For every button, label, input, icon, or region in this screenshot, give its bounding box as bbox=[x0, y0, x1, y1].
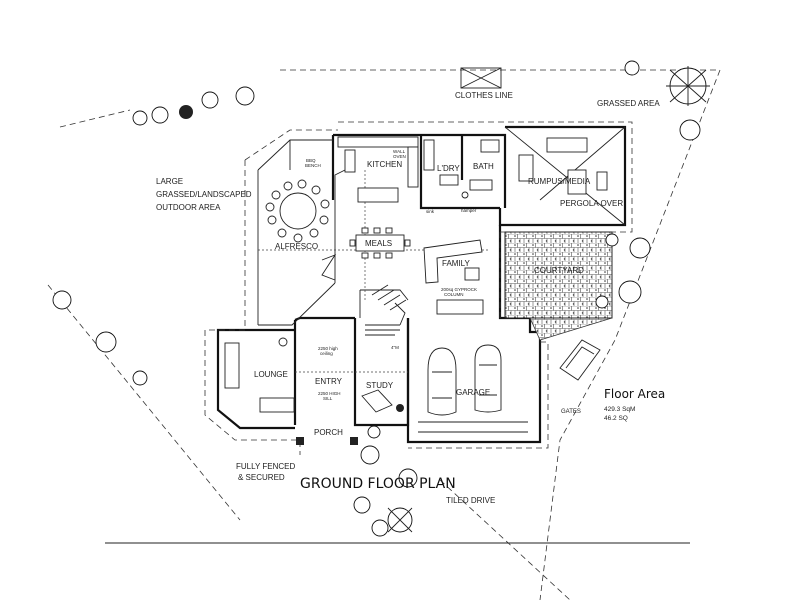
family-furniture bbox=[423, 239, 484, 315]
stairs bbox=[365, 284, 407, 336]
entry-ceiling-line1: 2250 high bbox=[318, 346, 338, 351]
boat-trailer bbox=[559, 339, 601, 381]
site-boundary bbox=[47, 69, 721, 600]
outdoor-area-line1: LARGE bbox=[156, 177, 183, 186]
entry-label: ENTRY bbox=[315, 377, 343, 386]
alfresco-label: ALFRESCO bbox=[275, 242, 318, 251]
tiled-drive-label: TILED DRIVE bbox=[446, 496, 495, 505]
bbq-note-line2: BENCH bbox=[305, 163, 321, 168]
courtyard-paving bbox=[504, 231, 613, 341]
fencing-line1: FULLY FENCED bbox=[236, 462, 295, 471]
column-note-line2: COLUMN bbox=[444, 292, 464, 297]
floor-area-sq: 46.2 SQ bbox=[604, 415, 628, 422]
porch-ceiling-line1: 2250 HIGH bbox=[318, 391, 341, 396]
landscape-shrubs bbox=[52, 60, 710, 537]
lounge-furniture bbox=[224, 337, 295, 413]
oven-note-line2: OVEN bbox=[393, 154, 406, 159]
rumpus-label: RUMPUS/MEDIA bbox=[528, 177, 591, 186]
grassed-area-label: GRASSED AREA bbox=[597, 99, 660, 108]
bath-label: BATH bbox=[473, 162, 494, 171]
pergola-label: PERGOLA OVER bbox=[560, 199, 623, 208]
gates-label: GATES bbox=[561, 409, 581, 415]
wc-note: 4"M bbox=[391, 345, 399, 350]
study-furniture bbox=[361, 389, 404, 413]
entry-ceiling-line2: ceiling bbox=[320, 351, 333, 356]
kitchen-fixtures bbox=[337, 136, 500, 203]
plan-title: GROUND FLOOR PLAN bbox=[300, 476, 456, 492]
kitchen-label: KITCHEN bbox=[367, 160, 402, 169]
porch-posts bbox=[296, 437, 358, 445]
garage-label: GARAGE bbox=[456, 388, 490, 397]
family-label: FAMILY bbox=[442, 259, 471, 268]
fencing-line2: & SECURED bbox=[238, 473, 285, 482]
outdoor-area-line2: GRASSED/LANDSCAPED bbox=[156, 190, 252, 199]
lounge-label: LOUNGE bbox=[254, 370, 288, 379]
floor-area-sqm: 429.3 SqM bbox=[604, 406, 635, 413]
clothes-line bbox=[460, 67, 502, 89]
rumpus-furniture bbox=[518, 137, 608, 195]
alfresco-table bbox=[265, 179, 337, 281]
laundry-label: L'DRY bbox=[437, 164, 460, 173]
hamper-note: hamper bbox=[461, 208, 477, 213]
bbq-note-line1: BBQ bbox=[306, 158, 316, 163]
porch-label: PORCH bbox=[314, 428, 343, 437]
study-label: STUDY bbox=[366, 381, 394, 390]
outdoor-area-line3: OUTDOOR AREA bbox=[156, 203, 221, 212]
meals-label: MEALS bbox=[365, 239, 392, 248]
oven-note-line1: WALL bbox=[393, 149, 406, 154]
rumpus-roof-lines bbox=[504, 126, 626, 226]
floor-area-heading: Floor Area bbox=[604, 387, 665, 401]
garage-cars bbox=[427, 344, 502, 416]
meals-table bbox=[349, 227, 411, 259]
porch-ceiling-line2: SILL bbox=[323, 396, 333, 401]
courtyard-label: COURTYARD bbox=[534, 266, 584, 275]
column-note-line1: 200sq GYPROCK bbox=[441, 287, 477, 292]
ldry-note: sink bbox=[426, 209, 435, 214]
clothes-line-label: CLOTHES LINE bbox=[455, 91, 513, 100]
